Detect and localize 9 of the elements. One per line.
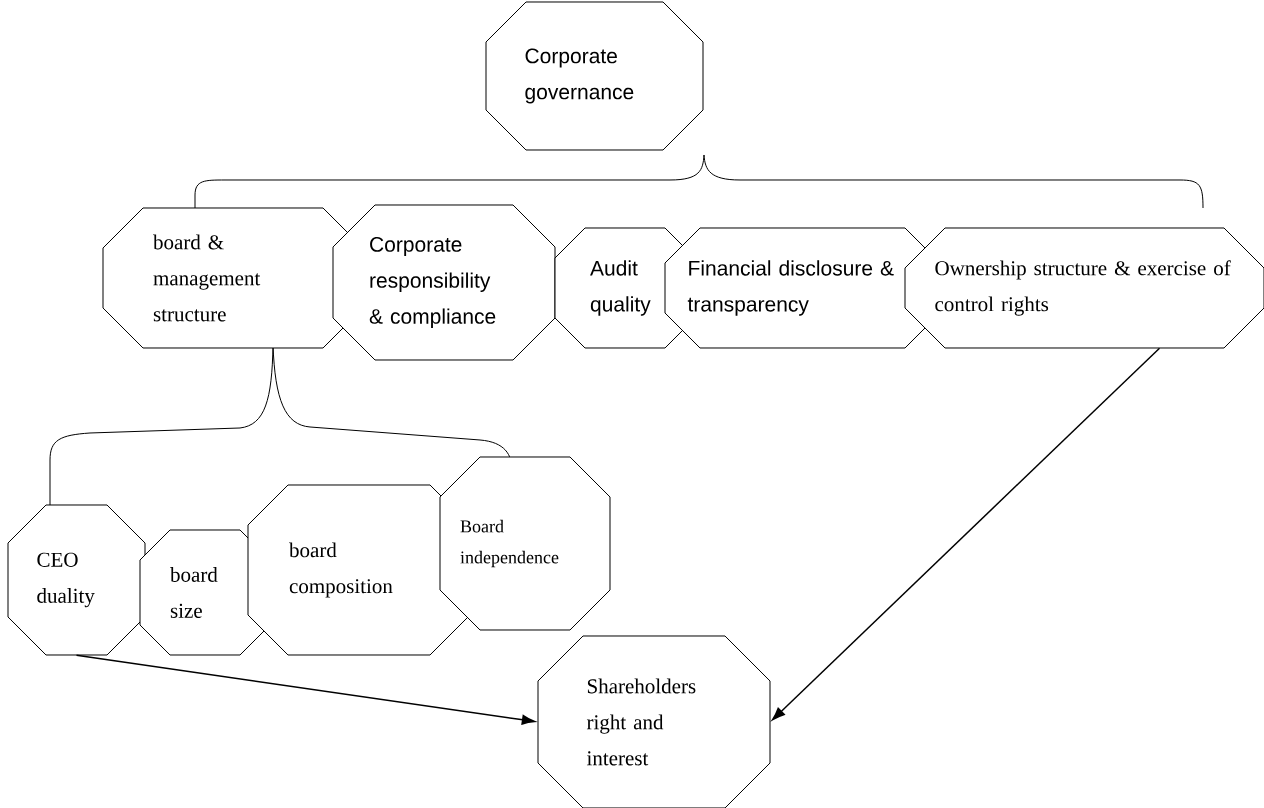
octagon-box: CEO duality xyxy=(7,504,146,656)
octagon-box: Board independence xyxy=(439,456,611,631)
arrow xyxy=(771,347,1161,721)
octagon-box: Ownership structure & exercise of control rights xyxy=(904,227,1264,349)
octagon-box: board & management structure xyxy=(102,207,364,349)
octagon-box: Corporate responsibility & compliance xyxy=(332,204,556,361)
octagon-box: Corporate governance xyxy=(485,1,704,151)
octagon-box: Shareholders right and interest xyxy=(537,635,771,808)
arrow xyxy=(75,654,536,725)
